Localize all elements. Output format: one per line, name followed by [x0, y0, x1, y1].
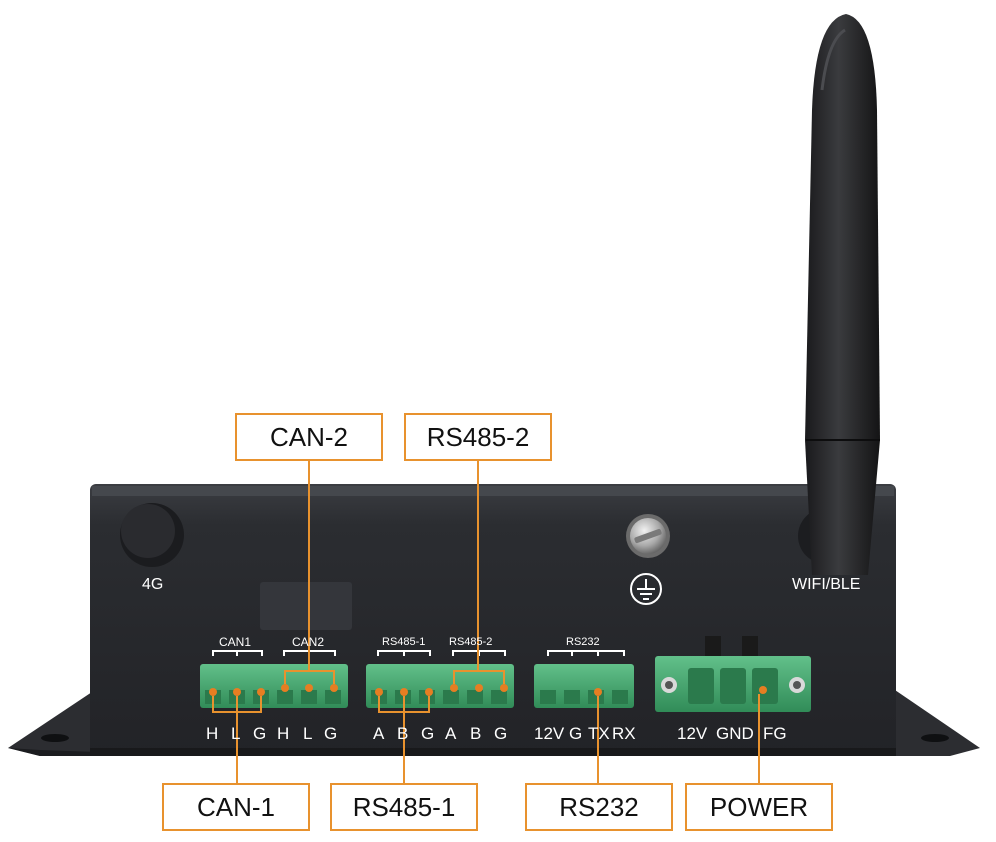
can-pin-label: H [206, 724, 219, 743]
rs485-1-header-label: RS485-1 [382, 636, 426, 648]
rs485-pin-label: G [421, 724, 435, 743]
power-pin-label: FG [763, 724, 787, 743]
4g-label: 4G [142, 576, 164, 593]
callout-leaders [212, 460, 760, 784]
rs232-header-label: RS232 [566, 636, 600, 648]
power-pin-label: GND [716, 724, 754, 743]
power-callout: POWER [685, 783, 833, 831]
rs232-callout: RS232 [525, 783, 673, 831]
terminal-brackets [212, 650, 625, 656]
can-pin-label: H [277, 724, 290, 743]
rs232-pin-label: RX [612, 724, 636, 743]
can-2-callout: CAN-2 [235, 413, 383, 461]
rs485-2-callout: RS485-2 [404, 413, 552, 461]
rs485-pin-label: G [494, 724, 508, 743]
rs485-pin-label: A [445, 724, 457, 743]
device-body [90, 484, 896, 756]
ground-symbol-icon [630, 573, 662, 605]
rs485-pin-label: B [397, 724, 409, 743]
ground-screw [626, 514, 670, 558]
can-pin-label: G [253, 724, 267, 743]
can-1-callout: CAN-1 [162, 783, 310, 831]
rs485-1-callout: RS485-1 [330, 783, 478, 831]
rs485-2-header-label: RS485-2 [449, 636, 493, 648]
rs485-pin-label: B [470, 724, 482, 743]
can2-header-label: CAN2 [292, 635, 325, 649]
rs232-terminal-block [534, 664, 634, 708]
can1-header-label: CAN1 [219, 635, 252, 649]
label-plate [260, 582, 352, 630]
rs232-pin-label: 12V [534, 724, 565, 743]
rs485-pin-label: A [373, 724, 385, 743]
mounting-flange-right [892, 688, 980, 756]
4g-antenna-connector [120, 503, 184, 567]
can-pin-label: L [303, 724, 313, 743]
wifi-ble-label: WIFI/BLE [792, 576, 861, 593]
can-pin-label: L [231, 724, 241, 743]
power-pin-label: 12V [677, 724, 708, 743]
can-pin-label: G [324, 724, 338, 743]
rs232-pin-label: TX [588, 724, 610, 743]
wifi-ble-antenna [798, 14, 880, 575]
power-terminal-block [655, 636, 811, 712]
mounting-flange-left [8, 688, 98, 756]
rs232-pin-label: G [569, 724, 583, 743]
